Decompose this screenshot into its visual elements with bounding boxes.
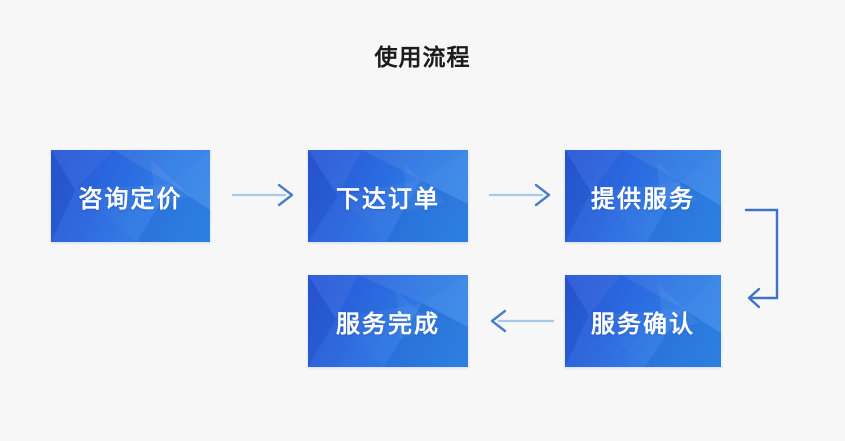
flow-node-provide-service[interactable]: 提供服务 (565, 150, 721, 242)
flow-node-consult-pricing[interactable]: 咨询定价 (51, 150, 210, 242)
flow-node-place-order[interactable]: 下达订单 (308, 150, 468, 242)
flow-node-label: 提供服务 (591, 185, 695, 213)
arrow-right-icon-order-to-service (489, 183, 551, 207)
flow-node-service-confirm[interactable]: 服务确认 (565, 275, 721, 367)
connector-bracket-service-to-confirm (744, 208, 779, 309)
arrow-left-icon-confirm-to-complete (490, 309, 554, 333)
page-title: 使用流程 (374, 44, 471, 70)
flow-node-label: 服务完成 (336, 310, 440, 338)
flow-node-label: 服务确认 (591, 310, 695, 338)
arrow-right-icon-consult-to-order (232, 183, 294, 207)
flow-node-label: 下达订单 (336, 185, 440, 213)
flow-node-label: 咨询定价 (78, 185, 183, 213)
flow-node-service-complete[interactable]: 服务完成 (308, 275, 468, 367)
